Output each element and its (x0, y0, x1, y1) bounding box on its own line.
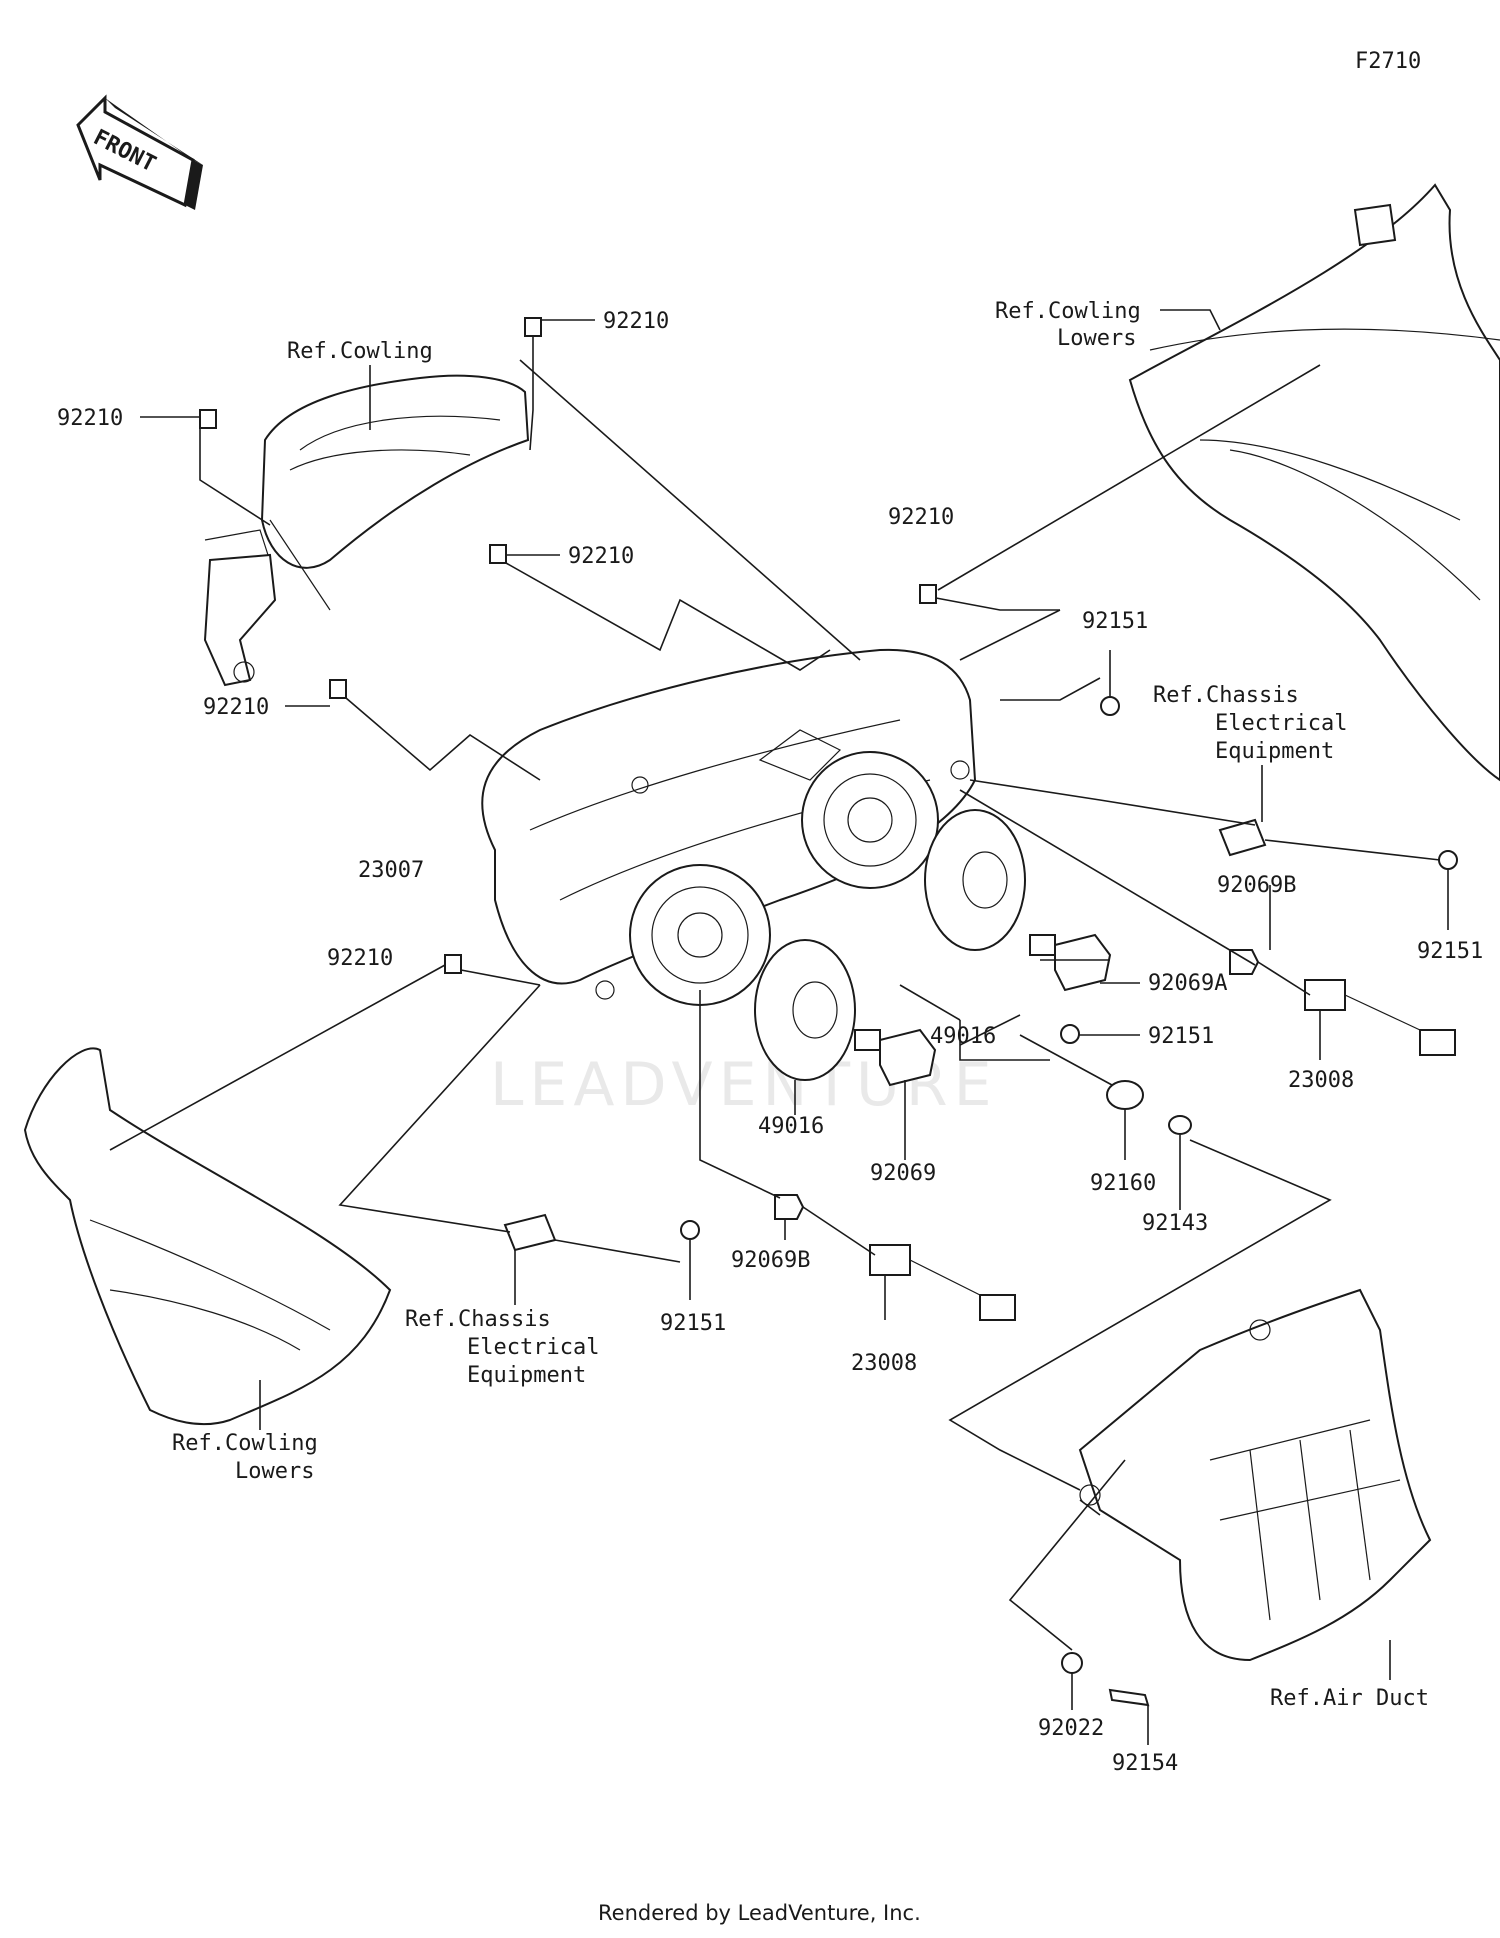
air-duct-part (1078, 1288, 1432, 1662)
label-92210-a: 92210 (57, 406, 123, 431)
leader-lines (109, 319, 1449, 1745)
label-92151-d: 92151 (660, 1311, 726, 1336)
label-92210-d: 92210 (888, 505, 954, 530)
label-23008-a: 23008 (1288, 1068, 1354, 1093)
label-92210-b: 92210 (603, 309, 669, 334)
diagram-code: F2710 (1355, 49, 1421, 74)
cowling-bracket-line (269, 519, 331, 611)
label-92160: 92160 (1090, 1171, 1156, 1196)
label-23007: 23007 (358, 858, 424, 883)
front-arrow-icon: FRONT (76, 94, 203, 210)
ref-cowling-lowers-top-2: Lowers (1057, 326, 1136, 351)
label-49016-b: 49016 (758, 1114, 824, 1139)
ref-chassis-top-2: Electrical (1215, 711, 1347, 736)
label-92154: 92154 (1112, 1751, 1178, 1776)
ref-cowling: Ref.Cowling (287, 339, 433, 364)
label-92069A: 92069A (1148, 971, 1227, 996)
clip-part (199, 317, 937, 974)
label-49016-a: 49016 (930, 1024, 996, 1049)
ref-chassis-bottom-1: Ref.Chassis (405, 1307, 551, 1332)
label-92210-c: 92210 (568, 544, 634, 569)
bulb-part (854, 933, 1112, 1087)
label-92210-e: 92210 (203, 695, 269, 720)
hardware-part (680, 696, 1458, 1707)
footer-credit: Rendered by LeadVenture, Inc. (598, 1901, 921, 1925)
bulb-cover-part (754, 809, 1026, 1081)
label-23008-b: 23008 (851, 1351, 917, 1376)
ref-cowling-lowers-bottom-2: Lowers (235, 1459, 314, 1484)
ref-air-duct: Ref.Air Duct (1270, 1686, 1429, 1711)
label-92069B-a: 92069B (1217, 873, 1296, 898)
label-92069: 92069 (870, 1161, 936, 1186)
cowling-lowers-upper-part (1128, 183, 1500, 782)
upper-cowling-part (203, 374, 530, 687)
headlight-assembly-part (481, 648, 977, 1006)
label-92151-c: 92151 (1148, 1024, 1214, 1049)
label-92143: 92143 (1142, 1211, 1208, 1236)
label-92151-a: 92151 (1082, 609, 1148, 634)
ref-chassis-bottom-3: Equipment (467, 1363, 586, 1388)
ref-cowling-lowers-bottom-1: Ref.Cowling (172, 1431, 318, 1456)
label-92022: 92022 (1038, 1716, 1104, 1741)
small-bulb-part (774, 949, 1260, 1220)
ref-cowling-lowers-top-1: Ref.Cowling (995, 299, 1141, 324)
ref-chassis-bottom-2: Electrical (467, 1335, 599, 1360)
label-92069B-b: 92069B (731, 1248, 810, 1273)
label-92151-b: 92151 (1417, 939, 1483, 964)
ref-chassis-top-1: Ref.Chassis (1153, 683, 1299, 708)
ref-chassis-top-3: Equipment (1215, 739, 1334, 764)
label-92210-f: 92210 (327, 946, 393, 971)
socket-part (869, 979, 1456, 1321)
cowling-lowers-lower-part (23, 1047, 392, 1426)
